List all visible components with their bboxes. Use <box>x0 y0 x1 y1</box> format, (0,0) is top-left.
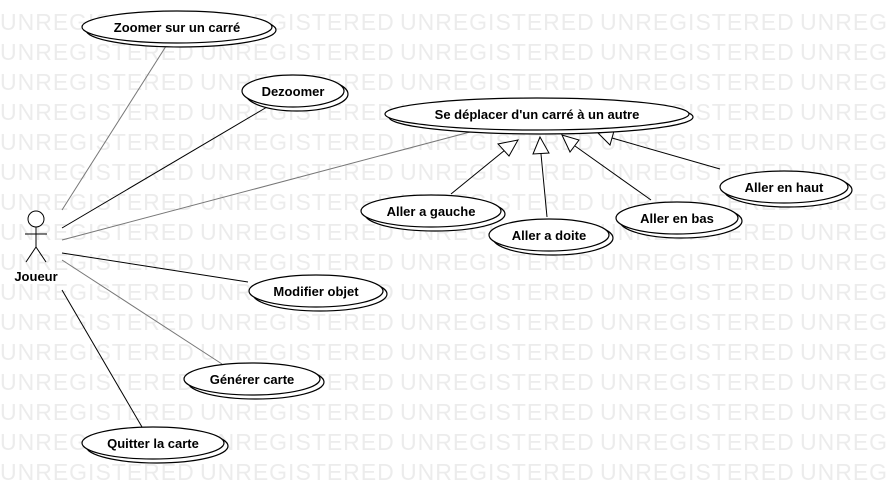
watermark-text: UNREGISTERED <box>600 369 795 395</box>
watermark-text: UNREGISTERED <box>0 69 195 95</box>
watermark-text: UNREGISTERED <box>400 39 595 65</box>
watermark-text: UNREGISTERED <box>0 99 195 125</box>
watermark-text: UNREGISTERED <box>0 189 195 215</box>
watermark-text: UNREGISTERED <box>800 309 886 335</box>
use-case-generate[interactable]: Générer carte <box>183 362 325 400</box>
watermark-text: UNREGISTERED <box>200 309 395 335</box>
use-case-move-label: Se déplacer d'un carré à un autre <box>435 107 640 122</box>
generalization-arrowhead <box>497 139 519 157</box>
use-case-right[interactable]: Aller a doite <box>488 218 614 256</box>
use-case-right-label: Aller a doite <box>512 228 586 243</box>
watermark-text: UNREGISTERED <box>0 399 195 425</box>
watermark-text: UNREGISTERED <box>800 219 886 245</box>
assoc-quit <box>61 289 143 428</box>
use-case-quit[interactable]: Quitter la carte <box>81 426 229 464</box>
watermark-text: UNREGISTERED <box>400 309 595 335</box>
watermark-text: UNREGISTERED <box>800 279 886 305</box>
watermark-text: UNREGISTERED <box>600 69 795 95</box>
watermark-text: UNREGISTERED <box>800 339 886 365</box>
watermark-text: UNREGISTERED <box>600 279 795 305</box>
generalization-arrowhead <box>561 134 580 153</box>
watermark-text: UNREGISTERED <box>400 399 595 425</box>
watermark-text: UNREGISTERED <box>400 459 595 485</box>
use-case-zoom[interactable]: Zoomer sur un carré <box>81 10 277 48</box>
watermark-text: UNREGISTERED <box>400 339 595 365</box>
assoc-dezoom <box>61 106 268 229</box>
watermark-text: UNREGISTERED <box>200 219 395 245</box>
actor-joueur[interactable]: Joueur <box>14 210 58 284</box>
watermark-text: UNREGISTERED <box>400 279 595 305</box>
watermark-text: UNREGISTERED <box>800 129 886 155</box>
watermark-text: UNREGISTERED <box>200 459 395 485</box>
watermark-text: UNREGISTERED <box>800 39 886 65</box>
assoc-move <box>61 131 471 241</box>
use-case-up-label: Aller en haut <box>745 180 824 195</box>
use-case-generate-label: Générer carte <box>210 372 295 387</box>
watermark-text: UNREGISTERED <box>600 39 795 65</box>
watermark-text: UNREGISTERED <box>0 309 195 335</box>
use-case-quit-label: Quitter la carte <box>107 436 199 451</box>
use-case-down-label: Aller en bas <box>640 211 714 226</box>
watermark-text: UNREGISTERED <box>800 99 886 125</box>
use-case-dezoom-label: Dezoomer <box>262 84 325 99</box>
watermark-text: UNREGISTERED <box>200 249 395 275</box>
use-case-left[interactable]: Aller a gauche <box>360 194 506 232</box>
watermark-text: UNREGISTERED <box>200 129 395 155</box>
assoc-modify <box>61 252 249 283</box>
watermark-text: UNREGISTERED <box>600 129 795 155</box>
watermark-text: UNREGISTERED <box>600 309 795 335</box>
use-case-up[interactable]: Aller en haut <box>719 170 853 208</box>
generalizations <box>450 130 721 218</box>
watermark-text: UNREGISTERED <box>200 429 395 455</box>
use-case-left-label: Aller a gauche <box>387 204 476 219</box>
watermark-text: UNREGISTERED <box>0 369 195 395</box>
watermark-text: UNREGISTERED <box>0 339 195 365</box>
use-case-down[interactable]: Aller en bas <box>615 201 743 239</box>
watermark-text: UNREGISTERED <box>400 369 595 395</box>
assoc-zoom <box>61 42 169 211</box>
actor-label: Joueur <box>14 269 57 284</box>
watermark-text: UNREGISTERED <box>400 159 595 185</box>
use-case-move[interactable]: Se déplacer d'un carré à un autre <box>384 97 694 135</box>
watermark-text: UNREGISTERED <box>800 249 886 275</box>
watermark-text: UNREGISTERED <box>0 129 195 155</box>
watermark-text: UNREGISTERED <box>0 279 195 305</box>
watermark-text: UNREGISTERED <box>800 459 886 485</box>
watermark-text: UNREGISTERED <box>400 429 595 455</box>
watermark-text: UNREGISTERED <box>800 399 886 425</box>
watermark-text: UNREGISTERED <box>200 399 395 425</box>
watermark-text: UNREGISTERED <box>600 9 795 35</box>
watermark-text: UNREGISTERED <box>400 9 595 35</box>
watermark-text: UNREGISTERED <box>600 429 795 455</box>
generalization-arrowhead <box>532 135 550 155</box>
watermark-text: UNREGISTERED <box>800 369 886 395</box>
watermark-text: UNREGISTERED <box>400 69 595 95</box>
watermark-text: UNREGISTERED <box>200 339 395 365</box>
actor-head <box>27 210 45 228</box>
watermark-text: UNREGISTERED <box>600 399 795 425</box>
watermark-text: UNREGISTERED <box>800 69 886 95</box>
watermark-text: UNREGISTERED <box>200 159 395 185</box>
watermark-text: UNREGISTERED <box>800 429 886 455</box>
watermark-text: UNREGISTERED <box>800 9 886 35</box>
watermark-text: UNREGISTERED <box>600 459 795 485</box>
watermark-text: UNREGISTERED <box>0 159 195 185</box>
associations <box>61 42 471 428</box>
watermark-text: UNREGISTERED <box>600 249 795 275</box>
assoc-generate <box>61 259 223 365</box>
use-case-modify-label: Modifier objet <box>273 284 359 299</box>
use-case-zoom-label: Zoomer sur un carré <box>114 20 240 35</box>
use-case-dezoom[interactable]: Dezoomer <box>241 74 349 112</box>
use-case-modify[interactable]: Modifier objet <box>248 274 388 312</box>
watermark-text: UNREGISTERED <box>600 339 795 365</box>
